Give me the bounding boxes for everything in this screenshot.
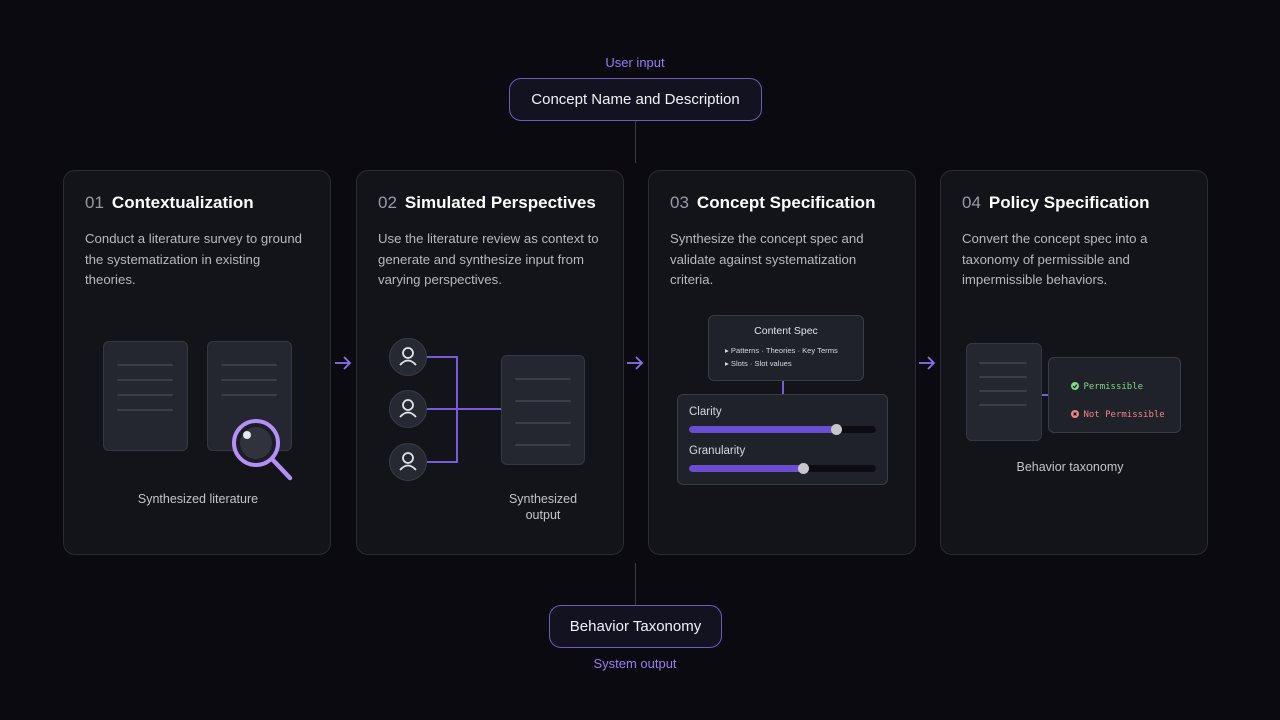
content-spec-line: ▸ Patterns · Theories · Key Terms: [725, 346, 838, 355]
step-description: Use the literature review as context to …: [378, 231, 599, 287]
step-number: 01: [85, 193, 104, 212]
slider-fill: [689, 426, 837, 433]
step-card-policy-specification: 04 Policy Specification Convert the conce…: [940, 170, 1208, 555]
step-description: Synthesize the concept spec and validate…: [670, 231, 864, 287]
validation-panel: Clarity Granularity: [677, 394, 888, 485]
step-card-contextualization: 01 Contextualization Conduct a literature…: [63, 170, 331, 555]
right-arrow-icon: [919, 356, 936, 370]
connector-line: [1042, 394, 1048, 396]
slider-fill: [689, 465, 804, 472]
step-number: 04: [962, 193, 981, 212]
content-spec-line: ▸ Slots · Slot values: [725, 359, 792, 368]
person-icon: [389, 390, 427, 428]
step-title: Concept Specification: [696, 193, 876, 212]
illustration-label: Synthesized literature: [137, 492, 259, 506]
right-arrow-icon: [335, 356, 352, 370]
step-number: 02: [378, 193, 397, 212]
step-card-concept-specification: 03 Concept Specification Synthesize the c…: [648, 170, 916, 555]
cross-icon: [1071, 410, 1079, 418]
slider-label: Clarity: [689, 406, 722, 418]
taxonomy-panel: Permissible Not Permissible: [1048, 357, 1181, 433]
user-input-caption: User input: [605, 55, 665, 70]
connector-line: [782, 381, 784, 394]
step-number: 03: [670, 193, 689, 212]
slider-label: Granularity: [689, 445, 746, 457]
step-heading: 01 Contextualization: [85, 193, 254, 213]
connector-line-bottom: [635, 563, 636, 605]
step-title: Simulated Perspectives: [404, 193, 596, 212]
permissible-row: Permissible: [1071, 376, 1143, 394]
clarity-slider: [689, 423, 876, 435]
granularity-slider: [689, 462, 876, 474]
slider-knob: [797, 462, 809, 474]
step-heading: 02 Simulated Perspectives: [378, 193, 596, 213]
content-spec-panel: Content Spec ▸ Patterns · Theories · Key…: [708, 315, 864, 381]
document-illustration: [501, 355, 585, 465]
document-illustration: [966, 343, 1042, 441]
permissible-label: Permissible: [1083, 382, 1144, 392]
person-icon: [389, 443, 427, 481]
magnifier-icon: [232, 419, 293, 481]
step-description: Conduct a literature survey to ground th…: [85, 231, 302, 287]
step-card-simulated-perspectives: 02 Simulated Perspectives Use the literat…: [356, 170, 624, 555]
perspective-connectors: [427, 356, 501, 463]
person-icon: [389, 338, 427, 376]
document-illustration: [103, 341, 188, 451]
step-heading: 04 Policy Specification: [962, 193, 1150, 213]
behavior-taxonomy-output-box: Behavior Taxonomy: [549, 605, 722, 648]
step-heading: 03 Concept Specification: [670, 193, 875, 213]
step-title: Policy Specification: [988, 193, 1150, 212]
right-arrow-icon: [627, 356, 644, 370]
step-title: Contextualization: [111, 193, 254, 212]
slider-knob: [831, 423, 843, 435]
not-permissible-row: Not Permissible: [1071, 404, 1165, 422]
illustration-label: Synthesized output: [508, 492, 578, 522]
check-icon: [1071, 382, 1079, 390]
illustration-label: Behavior taxonomy: [1016, 460, 1124, 474]
step-description: Convert the concept spec into a taxonomy…: [962, 231, 1148, 287]
concept-input-box: Concept Name and Description: [509, 78, 762, 121]
content-spec-title: Content Spec: [754, 325, 818, 337]
connector-line-top: [635, 121, 636, 163]
not-permissible-label: Not Permissible: [1083, 410, 1165, 420]
system-output-caption: System output: [593, 656, 677, 671]
